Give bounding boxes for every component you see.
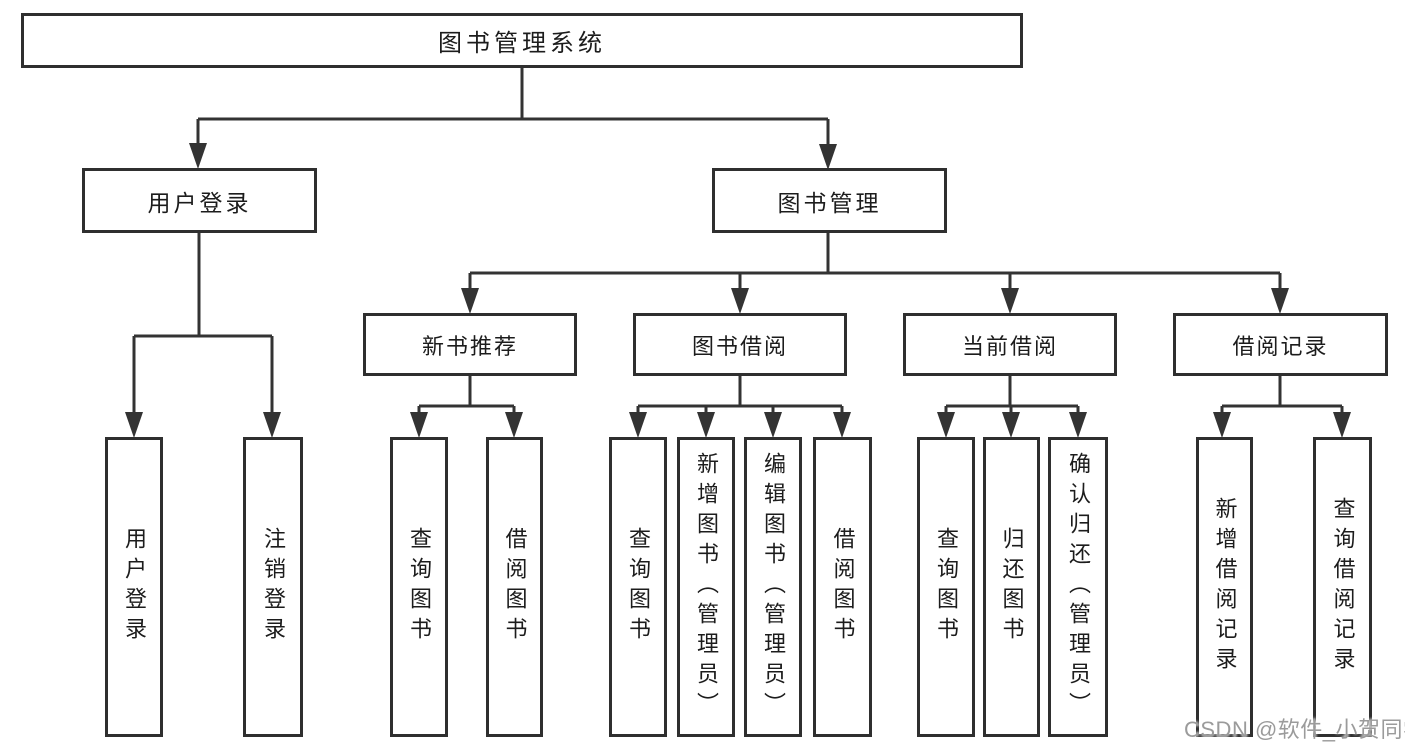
node-new-book-recommend: 新书推荐 bbox=[363, 313, 577, 376]
node-book-management-branch: 图书管理 bbox=[712, 168, 947, 233]
csdn-watermark: CSDN @软件_小贺同学 bbox=[1184, 717, 1405, 742]
node-book-borrow: 图书借阅 bbox=[633, 313, 847, 376]
leaf-recommend-borrow-books: 借阅图书 bbox=[486, 437, 543, 737]
leaf-current-return-books: 归还图书 bbox=[983, 437, 1040, 737]
leaf-current-confirm-return-admin: 确认归还（管理员） bbox=[1048, 437, 1108, 737]
node-current-borrow: 当前借阅 bbox=[903, 313, 1117, 376]
node-borrow-record: 借阅记录 bbox=[1173, 313, 1388, 376]
leaf-borrow-add-books-admin: 新增图书（管理员） bbox=[677, 437, 735, 737]
leaf-borrow-borrow-books: 借阅图书 bbox=[813, 437, 872, 737]
leaf-record-add-borrow-record: 新增借阅记录 bbox=[1196, 437, 1253, 737]
leaf-borrow-edit-books-admin: 编辑图书（管理员） bbox=[744, 437, 802, 737]
arrowheads bbox=[125, 143, 1351, 438]
leaf-logout: 注销登录 bbox=[243, 437, 303, 737]
leaf-recommend-query-books: 查询图书 bbox=[390, 437, 448, 737]
node-library-management-system: 图书管理系统 bbox=[21, 13, 1023, 68]
leaf-record-query-borrow-record: 查询借阅记录 bbox=[1313, 437, 1372, 737]
leaf-user-login: 用户登录 bbox=[105, 437, 163, 737]
node-user-login-branch: 用户登录 bbox=[82, 168, 317, 233]
leaf-borrow-query-books: 查询图书 bbox=[609, 437, 667, 737]
leaf-current-query-books: 查询图书 bbox=[917, 437, 975, 737]
